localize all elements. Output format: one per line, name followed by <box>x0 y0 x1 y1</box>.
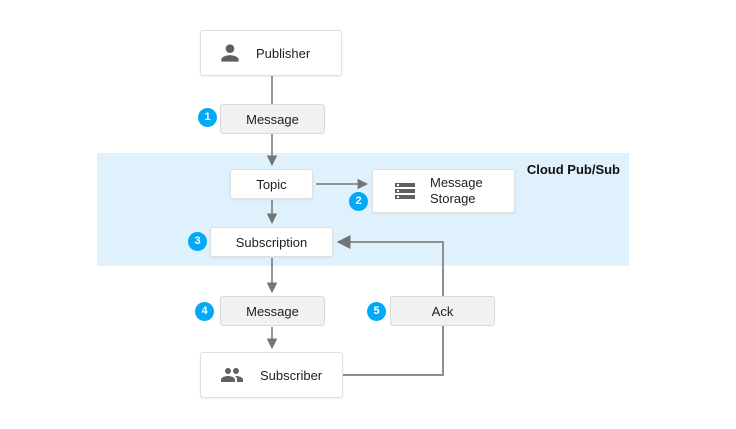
step-badge-1: 1 <box>198 108 217 127</box>
ack-node: Ack <box>390 296 495 326</box>
message-in-node: Message <box>220 104 325 134</box>
people-icon <box>217 363 247 387</box>
message-in-label: Message <box>246 111 299 127</box>
ack-label: Ack <box>431 303 454 319</box>
subscription-node: Subscription <box>210 227 333 257</box>
publisher-node: Publisher <box>200 30 342 76</box>
topic-node: Topic <box>230 169 313 199</box>
message-storage-node: Message Storage <box>372 169 515 213</box>
message-out-node: Message <box>220 296 325 326</box>
cloud-pubsub-band-label: Cloud Pub/Sub <box>526 162 620 177</box>
message-storage-label: Message Storage <box>430 175 483 206</box>
publisher-label: Publisher <box>256 45 311 61</box>
step-badge-3: 3 <box>188 232 207 251</box>
subscriber-label: Subscriber <box>260 367 323 383</box>
topic-label: Topic <box>256 176 287 192</box>
message-out-label: Message <box>246 303 299 319</box>
subscription-label: Subscription <box>235 234 308 250</box>
subscriber-node: Subscriber <box>200 352 343 398</box>
step-badge-4: 4 <box>195 302 214 321</box>
step-badge-2: 2 <box>349 192 368 211</box>
step-badge-5: 5 <box>367 302 386 321</box>
storage-icon <box>393 179 417 203</box>
person-icon <box>217 40 243 66</box>
